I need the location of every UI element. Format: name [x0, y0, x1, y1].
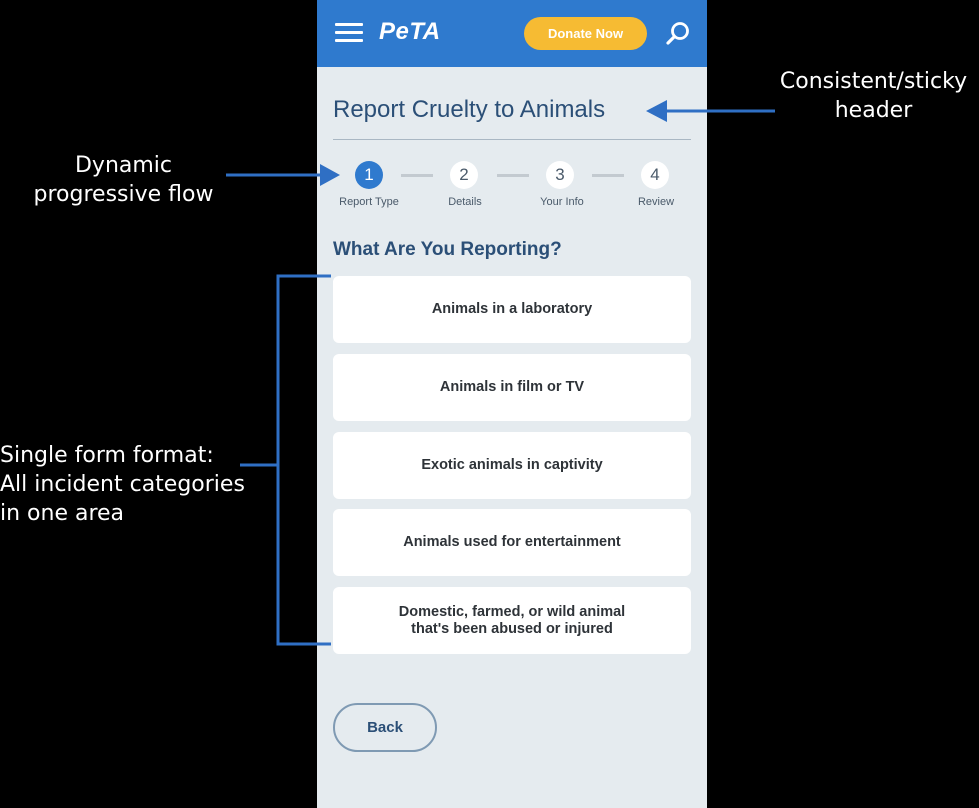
peta-logo[interactable]: PeTA [379, 18, 441, 45]
section-heading: What Are You Reporting? [333, 239, 562, 260]
option-label: Animals in film or TV [439, 379, 585, 395]
step-1-label: Report Type [339, 196, 399, 208]
page-title: Report Cruelty to Animals [333, 96, 606, 123]
step-connector [401, 174, 433, 177]
sticky-header: PeTA Donate Now [317, 0, 707, 67]
back-button[interactable]: Back [333, 703, 437, 752]
step-3-label: Your Info [540, 196, 584, 208]
annotation-single-form: Single form format: All incident categor… [0, 443, 245, 526]
step-3-circle[interactable]: 3 [546, 161, 574, 189]
step-1-circle[interactable]: 1 [355, 161, 383, 189]
search-icon[interactable] [665, 21, 691, 47]
option-label: Animals in a laboratory [431, 301, 593, 317]
step-4-circle[interactable]: 4 [641, 161, 669, 189]
hamburger-menu-icon[interactable] [335, 23, 363, 43]
option-label: Domestic, farmed, or wild animal that's … [398, 603, 626, 637]
annotation-progressive-flow: Dynamic progressive flow [33, 153, 214, 207]
annotation-sticky-header: Consistent/sticky header [779, 69, 968, 123]
step-connector [592, 174, 624, 177]
option-label: Animals used for entertainment [403, 534, 621, 550]
option-abused-injured-animal[interactable]: Domestic, farmed, or wild animal that's … [333, 587, 691, 654]
option-animals-entertainment[interactable]: Animals used for entertainment [333, 509, 691, 576]
step-4-label: Review [637, 196, 675, 208]
title-divider [333, 139, 691, 140]
step-2-label: Details [448, 196, 482, 208]
option-exotic-animals-captivity[interactable]: Exotic animals in captivity [333, 432, 691, 499]
option-animals-in-film-tv[interactable]: Animals in film or TV [333, 354, 691, 421]
step-2-circle[interactable]: 2 [450, 161, 478, 189]
option-label: Exotic animals in captivity [421, 457, 603, 473]
option-animals-in-laboratory[interactable]: Animals in a laboratory [333, 276, 691, 343]
step-connector [497, 174, 529, 177]
mobile-screen: PeTA Donate Now Report Cruelty to Animal… [317, 0, 707, 808]
donate-now-button[interactable]: Donate Now [524, 17, 647, 50]
